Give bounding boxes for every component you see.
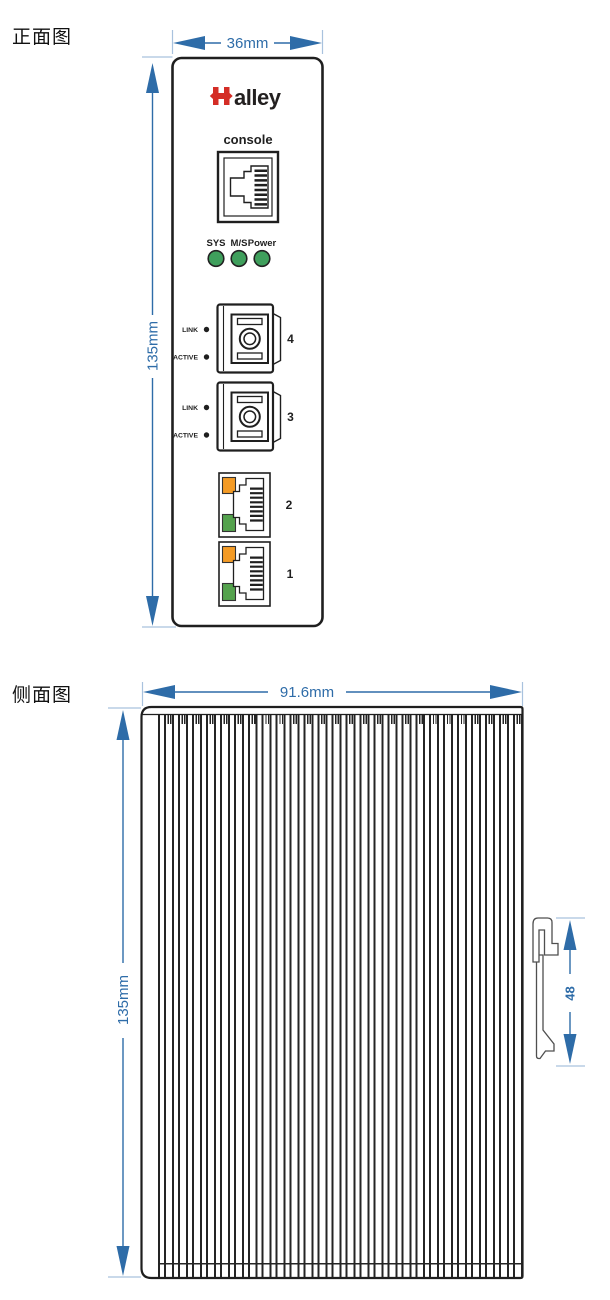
console-label: console	[223, 132, 272, 147]
dim-arrow-down	[116, 1246, 130, 1276]
front-width-dimension: 36mm	[173, 35, 322, 52]
din-clip-hook	[532, 917, 559, 963]
rj45-socket-icon	[232, 546, 265, 601]
port-led-green	[221, 513, 237, 533]
status-leds: SYS M/S Power	[206, 238, 277, 268]
port-number: 3	[287, 410, 294, 424]
front-view-title: 正面图	[12, 27, 73, 48]
port-number: 2	[286, 498, 293, 512]
clip-height-label: 48	[563, 986, 578, 1000]
port-number: 1	[287, 567, 294, 581]
logo-h-mark-icon	[209, 87, 233, 105]
side-width-label: 91.6mm	[280, 684, 334, 701]
side-height-dimension: 135mm	[115, 710, 132, 1276]
dim-arrow-down	[146, 596, 159, 626]
rj45-socket-icon	[232, 477, 265, 532]
heatsink-fins	[158, 715, 522, 1277]
ethernet-port-1: 1	[218, 541, 294, 607]
link-led	[203, 404, 210, 411]
active-label: ACTIVE	[173, 355, 198, 362]
rj45-pins	[254, 169, 267, 206]
dim-arrow-up	[146, 63, 159, 93]
port-led-orange	[221, 476, 237, 495]
active-led	[203, 354, 210, 360]
side-width-dimension: 91.6mm	[143, 684, 522, 701]
link-led	[203, 326, 210, 333]
brand-logo: alley	[209, 85, 282, 110]
side-height-label: 135mm	[115, 975, 132, 1025]
logo-wordmark: alley	[234, 85, 282, 110]
fiber-port-tab	[272, 312, 282, 366]
ms-led	[230, 249, 248, 268]
front-view: 36mm 135mm alley	[142, 30, 324, 628]
front-height-label: 135mm	[145, 321, 162, 371]
fiber-port-3: LINK ACTIVE 3	[173, 381, 294, 452]
din-clip-dimension: 48	[563, 920, 578, 1064]
dim-arrow-up	[563, 920, 577, 950]
dim-arrow-right	[290, 36, 322, 50]
front-width-label: 36mm	[227, 35, 269, 52]
led-label-ms: M/S	[231, 238, 248, 249]
port-led-green	[221, 582, 237, 602]
fiber-ferrule-inner	[243, 410, 257, 424]
active-label: ACTIVE	[173, 433, 198, 440]
port-led-orange	[221, 545, 237, 564]
dim-arrow-left	[143, 685, 175, 699]
fiber-port-slot-top	[236, 395, 263, 404]
fiber-ferrule-inner	[243, 332, 257, 346]
dim-arrow-down	[563, 1034, 577, 1064]
side-view-title: 侧面图	[12, 685, 73, 706]
dim-arrow-right	[490, 685, 522, 699]
fiber-port-slot-bottom	[236, 430, 263, 438]
console-port: console	[216, 132, 280, 224]
dim-arrow-up	[116, 710, 130, 740]
dim-arrow-left	[173, 36, 205, 50]
din-clip-stem-foot	[535, 954, 555, 1060]
fiber-port-slot-bottom	[236, 352, 263, 360]
port-number: 4	[287, 332, 294, 346]
active-led	[203, 432, 210, 438]
ethernet-port-2: 2	[218, 472, 293, 538]
led-label-sys: SYS	[206, 238, 225, 249]
fiber-port-slot-top	[236, 317, 263, 326]
link-label: LINK	[182, 327, 198, 334]
fiber-port-tab	[272, 390, 282, 444]
front-height-dimension: 135mm	[145, 63, 162, 626]
link-label: LINK	[182, 405, 198, 412]
sys-led	[207, 249, 225, 268]
led-label-power: Power	[248, 238, 277, 249]
din-rail-clip	[532, 917, 559, 1060]
power-led	[253, 249, 271, 268]
fiber-port-4: LINK ACTIVE 4	[173, 303, 294, 374]
